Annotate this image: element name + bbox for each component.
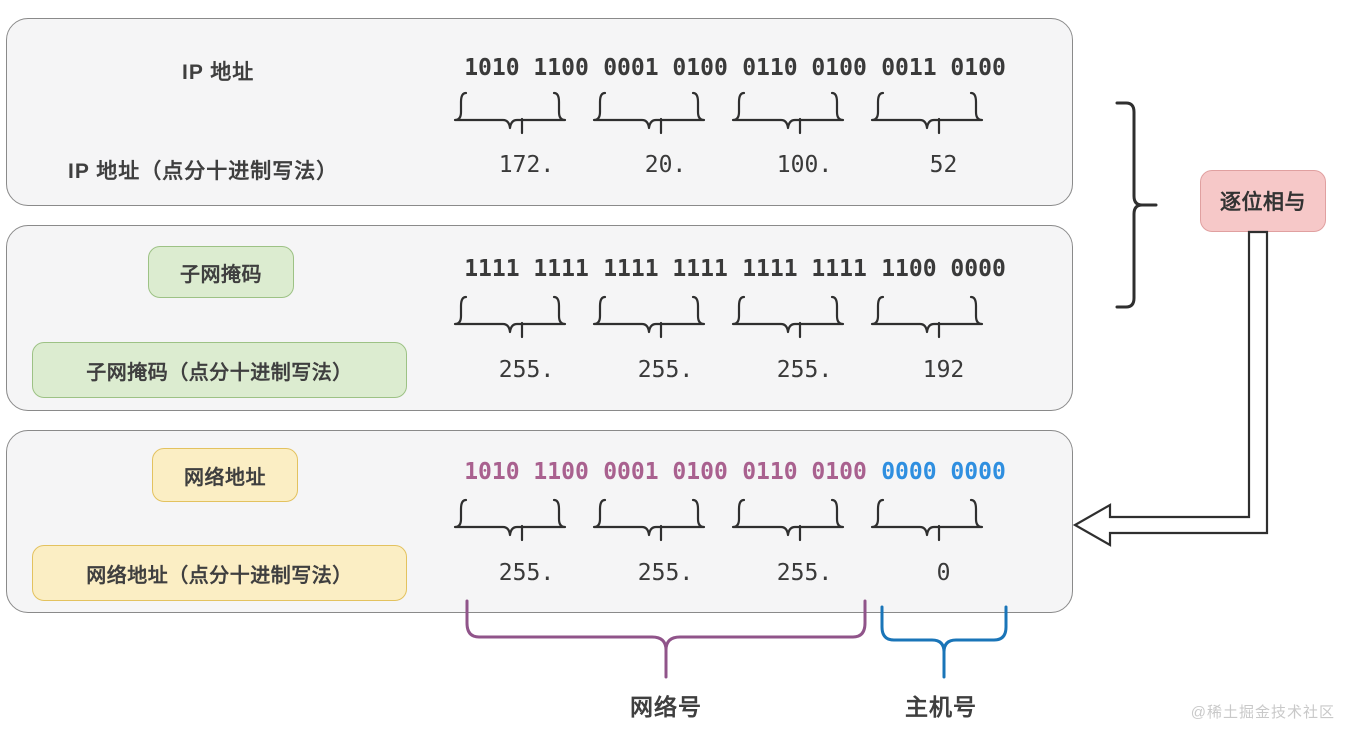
decimal-octet-3: 100. xyxy=(776,152,833,178)
decimal-octet-4: 0 xyxy=(936,560,951,586)
label-network-address-decimal: 网络地址（点分十进制写法） xyxy=(32,545,407,601)
binary-octet-4: 0011 0100 xyxy=(881,55,1006,81)
label-ip-binary: IP 地址 xyxy=(182,61,255,84)
watermark: @稀土掘金技术社区 xyxy=(1190,704,1335,721)
decimal-octet-4: 192 xyxy=(922,357,965,383)
arrow-bitwise-and-result xyxy=(1072,230,1269,547)
label-host-part: 主机号 xyxy=(905,694,977,720)
binary-octet-1: 1111 1111 xyxy=(464,256,589,282)
decimal-octet-2: 255. xyxy=(637,357,694,383)
label-subnet-mask-decimal: 子网掩码（点分十进制写法） xyxy=(32,342,407,398)
decimal-octet-2: 255. xyxy=(637,560,694,586)
binary-row-network-address: 1010 1100 0001 0100 0110 0100 0000 0000 xyxy=(457,459,1013,485)
binary-octet-3: 0110 0100 xyxy=(742,55,867,81)
label-subnet-mask-binary: 子网掩码 xyxy=(148,246,294,298)
binary-octet-4: 0000 0000 xyxy=(881,459,1006,485)
decimal-octet-3: 255. xyxy=(776,357,833,383)
decimal-octet-4: 52 xyxy=(929,152,958,178)
label-network-part: 网络号 xyxy=(630,694,702,720)
decimal-row-ip: 172. 20. 100. 52 xyxy=(457,152,1013,178)
binary-octet-1: 1010 1100 xyxy=(464,459,589,485)
label-ip-decimal: IP 地址（点分十进制写法） xyxy=(68,160,339,183)
label-bitwise-and-operation: 逐位相与 xyxy=(1200,170,1326,232)
decimal-octet-3: 255. xyxy=(776,560,833,586)
brace-host-part xyxy=(880,605,1008,679)
decimal-octet-2: 20. xyxy=(644,152,687,178)
binary-octet-4: 1100 0000 xyxy=(881,256,1006,282)
binary-octet-2: 0001 0100 xyxy=(603,55,728,81)
brace-bitwise-and-span xyxy=(1115,101,1158,309)
binary-octet-2: 1111 1111 xyxy=(603,256,728,282)
decimal-row-network-address: 255. 255. 255. 0 xyxy=(457,560,1013,586)
label-network-address-binary: 网络地址 xyxy=(152,448,298,502)
decimal-octet-1: 255. xyxy=(498,560,555,586)
decimal-octet-1: 172. xyxy=(498,152,555,178)
binary-octet-3: 1111 1111 xyxy=(742,256,867,282)
decimal-row-subnet-mask: 255. 255. 255. 192 xyxy=(457,357,1013,383)
decimal-octet-1: 255. xyxy=(498,357,555,383)
binary-row-subnet-mask: 1111 1111 1111 1111 1111 1111 1100 0000 xyxy=(457,256,1013,282)
binary-row-ip: 1010 1100 0001 0100 0110 0100 0011 0100 xyxy=(457,55,1013,81)
binary-octet-1: 1010 1100 xyxy=(464,55,589,81)
binary-octet-3: 0110 0100 xyxy=(742,459,867,485)
binary-octet-2: 0001 0100 xyxy=(603,459,728,485)
